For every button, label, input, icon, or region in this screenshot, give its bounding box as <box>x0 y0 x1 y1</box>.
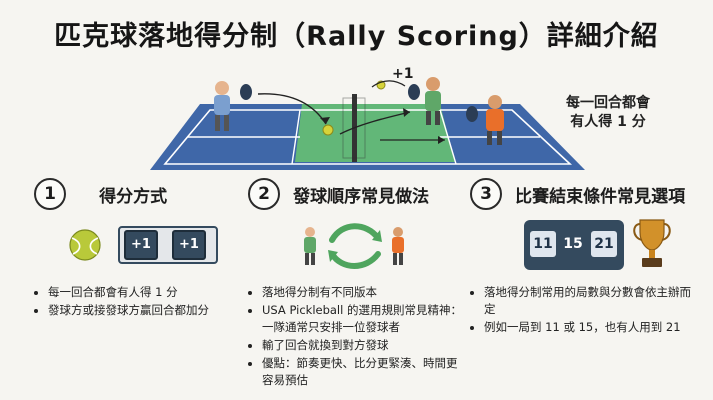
score-value: 15 <box>563 236 583 252</box>
bullet: 優點：節奏更快、比分更緊湊、時間更容易預估 <box>262 355 468 389</box>
court-kitchen <box>295 104 455 162</box>
bullet: USA Pickleball 的選用規則常見精神：一隊通常只安排一位發球者 <box>262 302 468 336</box>
score-value: 11 <box>530 231 556 257</box>
swap-players-icon <box>304 223 404 269</box>
court-illustration <box>150 77 585 170</box>
section-game-end: 3 比賽結束條件常見選項 11 15 21 落地得分制常用的局數與分數會依主辦而… <box>470 178 700 337</box>
section-heading: 發球順序常見做法 <box>293 186 430 207</box>
hero-note: 每一回合都會 有人得 1 分 <box>566 95 650 130</box>
trophy-icon <box>633 219 671 267</box>
section-heading: 比賽結束條件常見選項 <box>515 186 686 207</box>
section-scoring: 1 得分方式 +1 +1 每一回合都會有人得 1 分 發球方或接發球方贏回合都加… <box>34 178 244 320</box>
section-number: 3 <box>470 178 502 210</box>
bullet: 每一回合都會有人得 1 分 <box>48 284 244 301</box>
section-number: 2 <box>248 178 280 210</box>
bullet: 輸了回合就換到對方發球 <box>262 337 468 354</box>
bullet: 發球方或接發球方贏回合都加分 <box>48 302 244 319</box>
section-bullets: 落地得分制有不同版本 USA Pickleball 的選用規則常見精神：一隊通常… <box>248 284 468 389</box>
score-box-b: +1 <box>172 230 206 260</box>
plus-one-label: +1 <box>392 66 414 82</box>
bullet: 落地得分制常用的局數與分數會依主辦而定 <box>484 284 700 318</box>
section-serve-order: 2 發球順序常見做法 落地得分制有不同版本 USA Pickleball 的選用… <box>248 178 468 390</box>
player-right <box>466 95 504 145</box>
bullet: 例如一局到 11 或 15，也有人用到 21 <box>484 319 700 336</box>
section-bullets: 落地得分制常用的局數與分數會依主辦而定 例如一局到 11 或 15，也有人用到 … <box>470 284 700 336</box>
score-box-a: +1 <box>124 230 158 260</box>
ball-icon <box>322 124 334 136</box>
player-left <box>214 81 252 131</box>
section-number: 1 <box>34 178 66 210</box>
score-value: 21 <box>591 231 617 257</box>
page-title: 匹克球落地得分制（Rally Scoring）詳細介紹 <box>54 21 659 52</box>
section-bullets: 每一回合都會有人得 1 分 發球方或接發球方贏回合都加分 <box>34 284 244 319</box>
bullet: 落地得分制有不同版本 <box>262 284 468 301</box>
section-heading: 得分方式 <box>99 186 168 207</box>
player-middle <box>408 77 441 125</box>
tennis-ball-icon <box>69 229 101 261</box>
